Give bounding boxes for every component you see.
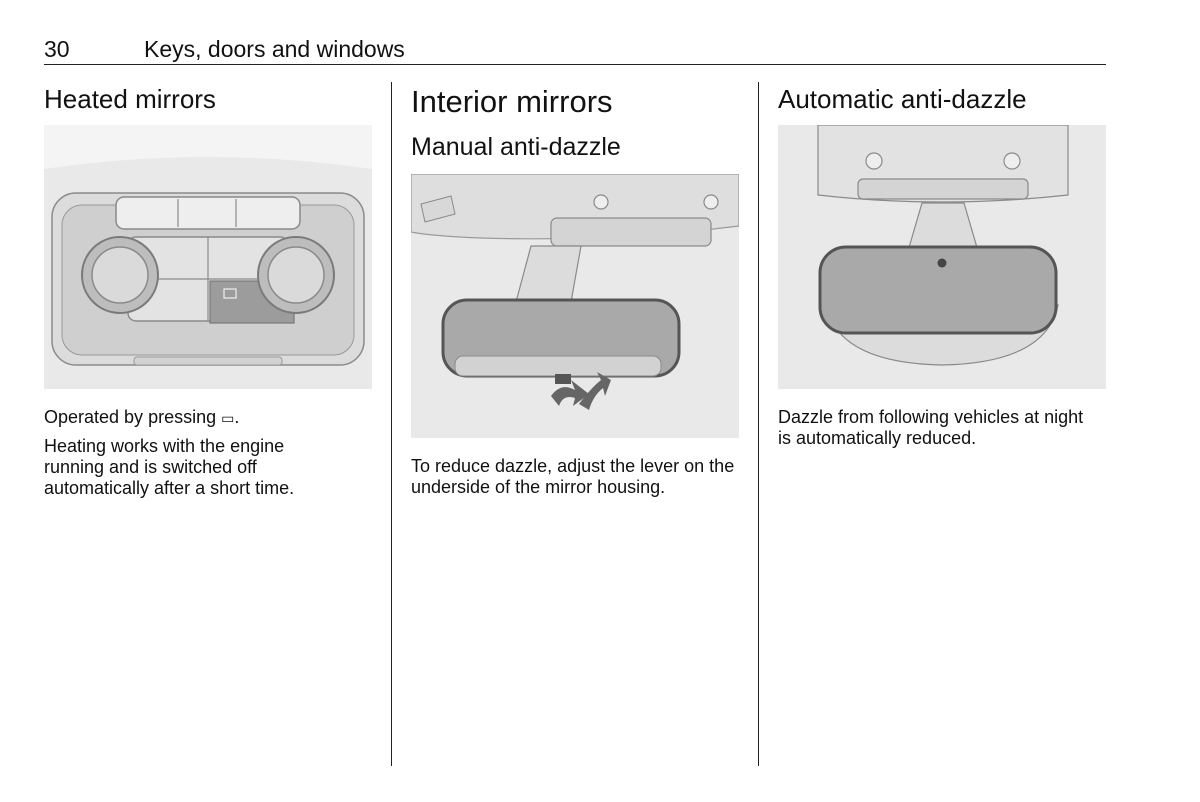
automatic-anti-dazzle-text: Dazzle from following vehicles at night … — [778, 407, 1084, 448]
column-divider — [758, 82, 759, 766]
heated-mirror-symbol-icon: ▭ — [221, 411, 235, 427]
page-header: 30 Keys, doors and windows — [44, 34, 1106, 65]
subsection-title-manual-anti-dazzle: Manual anti-dazzle — [411, 133, 621, 161]
column-heated-mirrors: Heated mirrors Operated by pressing ▭. H… — [44, 84, 374, 498]
manual-mirror-illustration — [411, 174, 739, 438]
climate-panel-illustration — [44, 125, 372, 389]
section-title-automatic-anti-dazzle: Automatic anti-dazzle — [778, 84, 1027, 114]
section-title-heated-mirrors: Heated mirrors — [44, 84, 216, 114]
manual-anti-dazzle-text: To reduce dazzle, adjust the lever on th… — [411, 456, 735, 497]
section-title-interior-mirrors: Interior mirrors — [411, 84, 613, 119]
page-number: 30 — [44, 36, 70, 62]
column-automatic-anti-dazzle: Automatic anti-dazzle Dazzle from follow… — [778, 84, 1108, 448]
automatic-mirror-illustration — [778, 125, 1106, 389]
operated-by-text: Operated by pressing ▭. — [44, 407, 240, 427]
chapter-title: Keys, doors and windows — [144, 36, 405, 62]
column-divider — [391, 82, 392, 766]
column-interior-mirrors: Interior mirrors Manual anti-dazzle To r… — [411, 84, 741, 497]
heating-info-text: Heating works with the engine running an… — [44, 436, 295, 498]
